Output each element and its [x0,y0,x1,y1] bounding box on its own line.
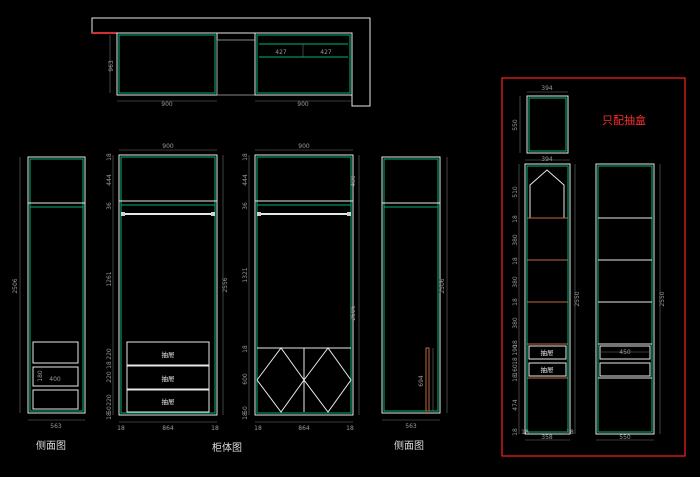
drawer-box-section: 只配抽盒 394 550 抽屉 抽屉 394 510 18 380 18 380 18 38… [501,77,686,457]
box-top-height: 550 [512,119,519,131]
front-left-dim-1: 444 [106,174,113,186]
front-right-side-18a: 18 [254,425,262,432]
box-dim-7: 18 [512,340,519,348]
plan-width-900-right: 900 [297,101,309,108]
front-right-width-900: 900 [298,143,310,150]
side-view-left-label: 侧面图 [36,439,66,452]
front-right-dim-0: 18 [242,153,249,161]
front-left-dim-5: 18 [106,361,113,369]
box-width-358: 358 [541,434,553,441]
front-left-height-2556: 2556 [222,277,229,292]
plan-width-427-right: 427 [320,49,332,56]
front-right-side-18b: 18 [346,425,354,432]
front-left-dim-9: 18 [106,412,113,420]
plan-width-900-left: 900 [161,101,173,108]
front-right-dim-4: 18 [242,345,249,353]
box-side-width-450: 450 [619,349,631,356]
front-right-height-480: 480 [350,175,357,187]
front-left-side-18b: 18 [211,425,219,432]
front-left-dim-3: 1261 [106,271,113,286]
drawer-only-label: 只配抽盒 [602,113,646,127]
box-side-18a: 18 [521,429,529,436]
box-dim-1: 18 [512,215,519,223]
box-dim-3: 18 [512,257,519,265]
box-dim-6: 380 [512,317,519,329]
front-left-width-900: 900 [162,143,174,150]
plan-view: 963 900 900 427 427 [91,17,371,108]
side-left-width: 563 [50,423,62,430]
front-right-dim-5: 600 [242,373,249,385]
side-view-left: 2506 400 180 563 侧面图 [12,156,86,452]
box-dim-12: 474 [512,399,519,411]
box-dim-9: 18 [512,357,519,365]
box-side-width-550: 550 [619,434,631,441]
side-view-right: 2506 694 563 侧面图 [381,156,448,452]
box-width-394: 394 [541,156,553,163]
box-drawer-label-1: 抽屉 [541,348,555,357]
side-left-400: 400 [49,376,61,383]
box-side-height-2550: 2550 [659,291,666,306]
side-left-180: 180 [37,370,44,382]
box-height-2550: 2550 [574,291,581,306]
side-right-width: 563 [405,423,417,430]
front-right-dim-3: 1321 [242,267,249,282]
box-dim-2: 380 [512,234,519,246]
box-dim-10: 160 [512,364,519,376]
front-right-height-2506: 2506 [350,305,357,320]
front-right-dim-7: 18 [242,412,249,420]
box-drawer-label-2: 抽屉 [541,365,555,374]
front-left-dim-2: 36 [106,202,113,210]
box-dim-0: 510 [512,186,519,198]
drawer-label-1: 抽屉 [162,350,176,359]
box-dim-5: 18 [512,298,519,306]
cabinet-view-label: 柜体图 [212,441,242,454]
front-right-dim-1: 444 [242,174,249,186]
front-left-side-18a: 18 [117,425,125,432]
side-right-694: 694 [418,375,425,387]
front-left-dim-7: 220 [106,394,113,406]
box-top-width: 394 [541,85,553,92]
box-side-18b: 18 [566,429,574,436]
front-right-dim-2: 36 [242,202,249,210]
front-left-dim-4: 220 [106,348,113,360]
side-right-height: 2506 [439,278,446,293]
box-dim-11: 18 [512,374,519,382]
front-left-dim-6: 220 [106,371,113,383]
front-left-dim-0: 18 [106,153,113,161]
front-left-dim-8: 50 [106,406,113,414]
front-right-dim-6: 50 [242,406,249,414]
box-dim-4: 380 [512,276,519,288]
side-left-height: 2506 [12,278,19,293]
box-dim-8: 190 [512,344,519,356]
plan-width-427-left: 427 [275,49,287,56]
drawer-label-3: 抽屉 [162,397,176,406]
plan-depth-963: 963 [108,60,115,72]
cabinet-front-left: 抽屉 抽屉 抽屉 900 18444361261220182202205018 … [106,143,229,432]
box-dim-13: 18 [512,428,519,436]
front-right-width-864: 864 [298,425,310,432]
side-view-right-label: 侧面图 [394,439,424,452]
drawer-label-2: 抽屉 [162,374,176,383]
front-left-width-864: 864 [162,425,174,432]
